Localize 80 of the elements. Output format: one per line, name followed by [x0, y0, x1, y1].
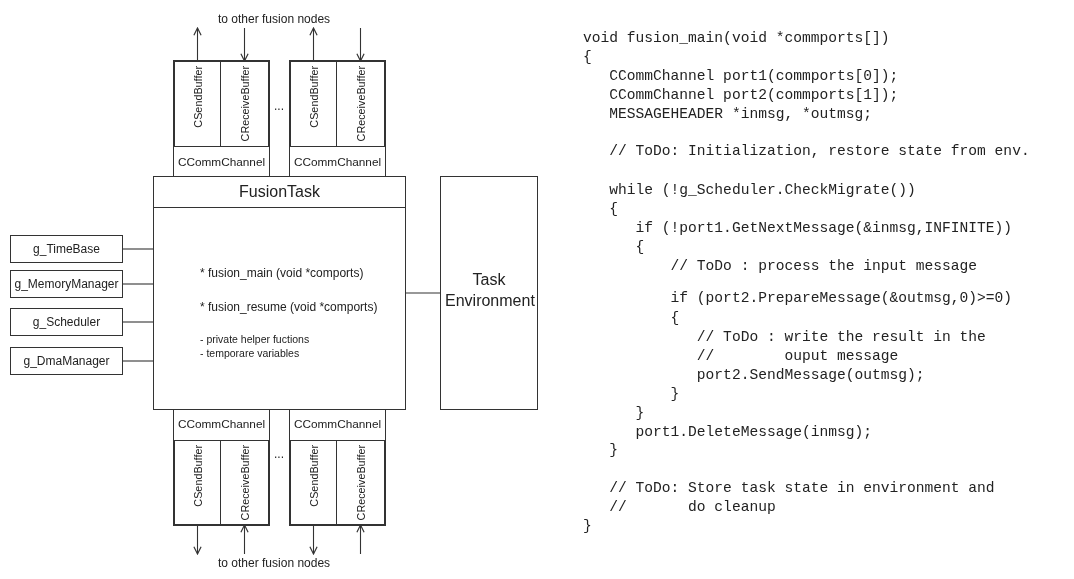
- annotation-text: to other fusion nodes: [218, 556, 331, 570]
- buffer-label: CSendBuffer: [190, 66, 205, 128]
- code-line: }: [669, 386, 680, 403]
- code-line: }: [608, 442, 619, 459]
- arrow: [193, 27, 202, 62]
- connector-line: [405, 292, 441, 294]
- code-line: // ToDo : process the input message: [669, 258, 978, 275]
- channel-label: CCommChannel: [292, 417, 383, 431]
- object-label: g_TimeBase: [32, 242, 101, 256]
- code-line: {: [634, 239, 645, 256]
- buffer-label: CSendBuffer: [306, 66, 321, 128]
- global-object-box: [10, 270, 123, 298]
- annotation-text: to other fusion nodes: [218, 12, 331, 26]
- global-object-box: [10, 308, 123, 336]
- connector-line: [122, 283, 154, 285]
- note-text: - private helper fuctions: [200, 333, 310, 345]
- code-line: {: [583, 49, 592, 66]
- code-line: // ouput message: [695, 348, 899, 365]
- channel-box: [289, 60, 386, 177]
- buffer-label: CReceiveBuffer: [237, 445, 252, 521]
- ellipsis-text: ...: [273, 99, 285, 113]
- global-object-box: [10, 235, 123, 263]
- buffer-box: [220, 61, 269, 147]
- buffer-label: CSendBuffer: [306, 445, 321, 507]
- code-line: void fusion_main(void *commports[]): [583, 30, 890, 47]
- connector-line: [122, 360, 154, 362]
- buffer-box: [174, 61, 221, 147]
- arrow: [193, 524, 202, 555]
- arrow: [309, 27, 318, 62]
- object-label: g_Scheduler: [31, 315, 102, 329]
- task-title: FusionTask: [238, 183, 321, 201]
- task-box: [153, 176, 406, 410]
- object-label: g_MemoryManager: [13, 277, 120, 291]
- note-text: - temporare variables: [200, 347, 300, 359]
- environment-label: Task Environment: [445, 270, 533, 311]
- buffer-box: [220, 440, 269, 525]
- code-line: // do cleanup: [608, 499, 776, 516]
- channel-box: [289, 409, 386, 526]
- buffer-label: CReceiveBuffer: [353, 66, 368, 142]
- buffer-box: [290, 440, 337, 525]
- arrow: [356, 524, 365, 555]
- channel-box: [173, 60, 270, 177]
- arrow: [240, 524, 249, 555]
- method-text: * fusion_resume (void *comports): [200, 300, 378, 314]
- buffer-label: CReceiveBuffer: [353, 445, 368, 521]
- connector-line: [122, 248, 154, 250]
- channel-box: [173, 409, 270, 526]
- buffer-box: [290, 61, 337, 147]
- code-line: while (!g_Scheduler.CheckMigrate()): [608, 182, 916, 199]
- environment-box: [440, 176, 538, 410]
- channel-label: CCommChannel: [176, 417, 267, 431]
- code-line: }: [583, 518, 592, 535]
- code-line: }: [634, 405, 645, 422]
- connector-line: [122, 321, 154, 323]
- code-line: // ToDo: Initialization, restore state from env.: [608, 143, 1030, 160]
- buffer-box: [336, 61, 385, 147]
- arrow: [356, 27, 365, 62]
- code-line: if (!port1.GetNextMessage(&inmsg,INFINITE)): [634, 220, 1013, 237]
- code-line: port1.DeleteMessage(inmsg);: [634, 424, 872, 441]
- code-line: if (port2.PrepareMessage(&outmsg,0)>=0): [669, 290, 1013, 307]
- code-line: // ToDo : write the result in the: [695, 329, 986, 346]
- code-line: // ToDo: Store task state in environment and: [608, 480, 995, 497]
- code-line: CCommChannel port1(commports[0]);: [608, 68, 899, 85]
- code-line: MESSAGEHEADER *inmsg, *outmsg;: [608, 106, 872, 123]
- buffer-box: [336, 440, 385, 525]
- buffer-box: [174, 440, 221, 525]
- method-text: * fusion_main (void *comports): [200, 266, 364, 280]
- code-line: port2.SendMessage(outmsg);: [695, 367, 925, 384]
- channel-label: CCommChannel: [292, 155, 383, 169]
- code-line: CCommChannel port2(commports[1]);: [608, 87, 899, 104]
- buffer-label: CSendBuffer: [190, 445, 205, 507]
- buffer-label: CReceiveBuffer: [237, 66, 252, 142]
- code-line: {: [608, 201, 619, 218]
- arrow: [309, 524, 318, 555]
- ellipsis-text: ...: [273, 447, 285, 461]
- channel-label: CCommChannel: [176, 155, 267, 169]
- object-label: g_DmaManager: [22, 354, 111, 368]
- global-object-box: [10, 347, 123, 375]
- code-line: {: [669, 310, 680, 327]
- arrow: [240, 27, 249, 62]
